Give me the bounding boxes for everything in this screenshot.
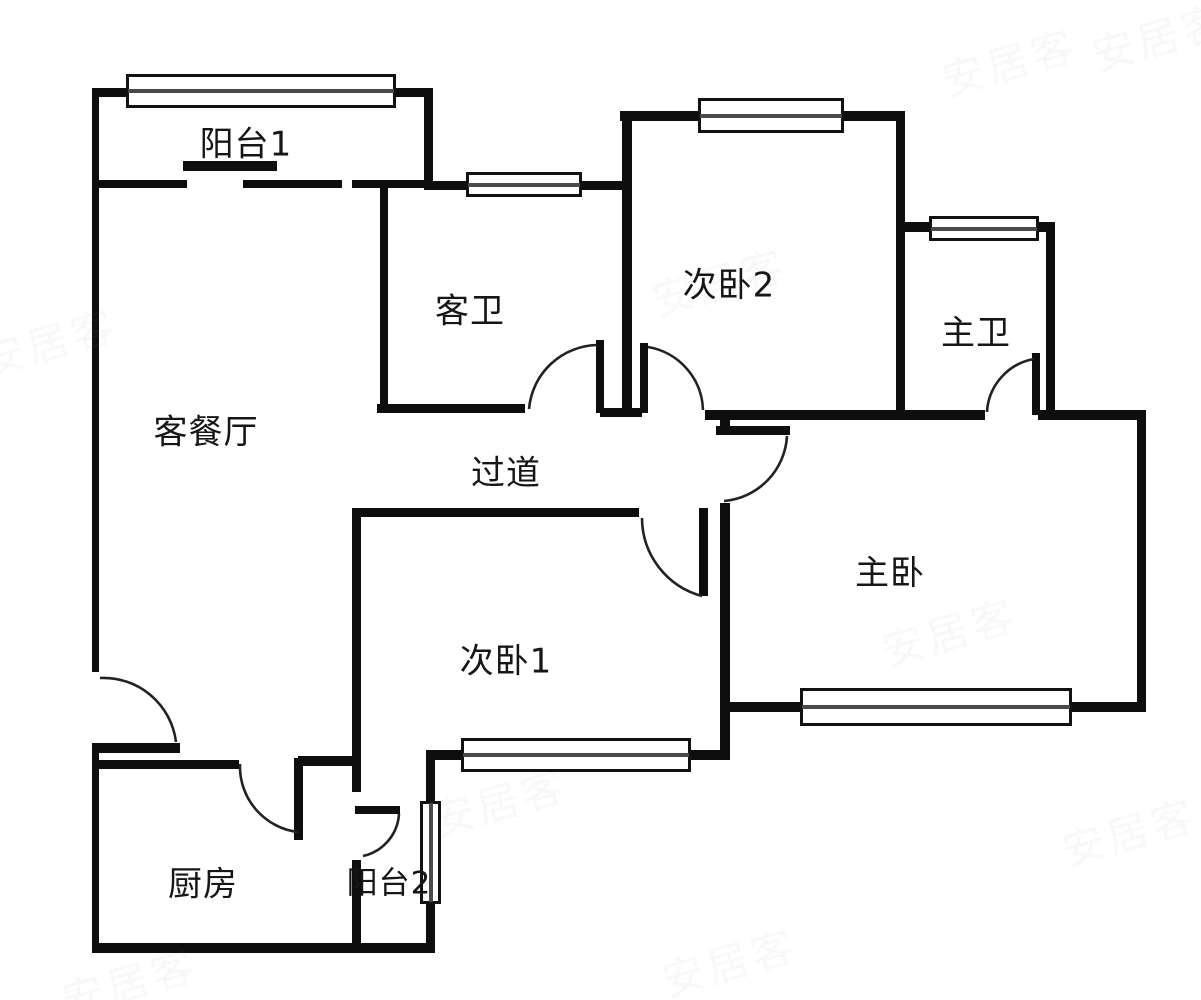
room-label-living-dining: 客餐厅: [153, 412, 259, 453]
wall: [720, 503, 730, 760]
door-leaf: [355, 806, 400, 814]
room-label-master-bathroom: 主卫: [941, 313, 1011, 354]
wall: [380, 185, 388, 410]
window: [461, 738, 691, 772]
wall: [92, 88, 99, 672]
door-leaf: [699, 508, 708, 596]
window: [800, 688, 1072, 726]
wall: [600, 408, 642, 417]
wall: [92, 760, 239, 769]
window: [466, 172, 582, 197]
wall: [298, 756, 358, 766]
sliding-door-track: [95, 180, 187, 188]
door-arc: [647, 345, 705, 411]
door-leaf: [640, 343, 648, 413]
wall: [92, 750, 99, 950]
room-label-balcony-2: 阳台2: [346, 865, 432, 902]
door-leaf: [1032, 353, 1040, 415]
door-arc: [238, 763, 299, 834]
door-leaf: [294, 758, 303, 840]
room-label-bedroom-1: 次卧1: [459, 641, 553, 682]
wall: [92, 943, 435, 953]
window: [929, 216, 1039, 241]
wall: [622, 111, 632, 413]
door-arc: [723, 435, 789, 503]
sliding-door-track: [352, 180, 433, 188]
door-arc: [640, 517, 703, 598]
wall: [705, 410, 985, 420]
wall: [1038, 410, 1143, 420]
wall: [720, 410, 730, 435]
sliding-door-panel: [183, 161, 277, 171]
window: [420, 801, 441, 904]
room-label-balcony-1: 阳台1: [199, 124, 293, 165]
window: [698, 98, 844, 133]
window: [126, 74, 396, 108]
room-label-master-bedroom: 主卧: [855, 553, 925, 594]
door-leaf: [596, 340, 604, 413]
wall: [355, 508, 639, 517]
wall: [352, 508, 361, 792]
room-label-hallway: 过道: [471, 453, 541, 494]
wall: [352, 860, 361, 950]
door-leaf: [92, 743, 180, 753]
door-arc: [99, 676, 178, 743]
wall: [896, 111, 905, 420]
wall: [1137, 410, 1146, 712]
door-leaf: [716, 426, 790, 435]
wall: [1046, 225, 1055, 415]
door-arc: [362, 813, 401, 858]
room-label-guest-bathroom: 客卫: [435, 291, 505, 332]
room-label-kitchen: 厨房: [168, 864, 238, 905]
door-arc: [985, 357, 1035, 413]
room-label-bedroom-2: 次卧2: [682, 265, 776, 306]
door-arc: [527, 343, 598, 410]
sliding-door-track: [243, 180, 342, 188]
wall: [424, 88, 433, 190]
wall: [377, 404, 525, 413]
